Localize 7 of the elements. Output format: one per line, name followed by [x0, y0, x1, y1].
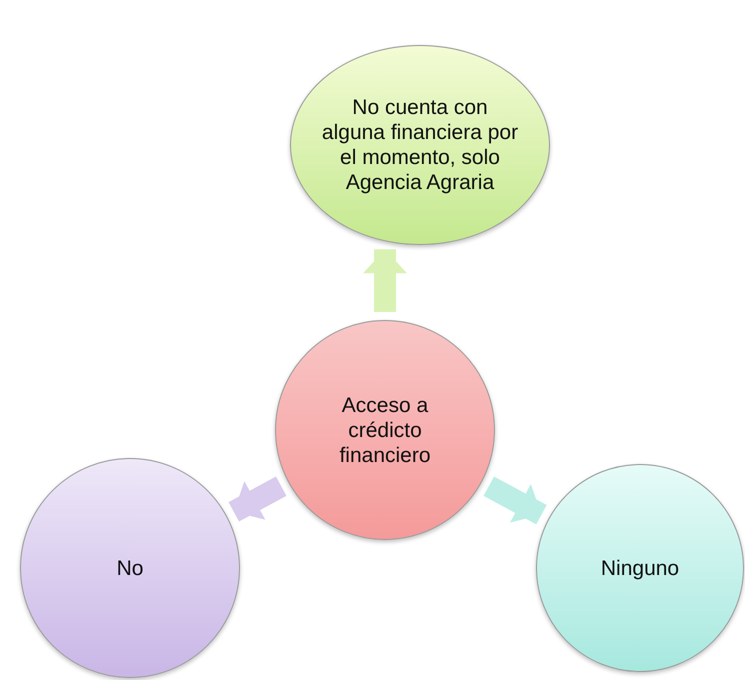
block-arrow [228, 476, 286, 522]
node-text: No [116, 556, 144, 580]
block-arrow [484, 476, 547, 524]
node-text: Acceso a crédicto financiero [338, 392, 432, 468]
block-arrow [363, 249, 407, 312]
node-text: No cuenta con alguna financiera por el momento, solo Agencia Agraria [320, 95, 520, 195]
node-text: Ninguno [600, 556, 680, 580]
